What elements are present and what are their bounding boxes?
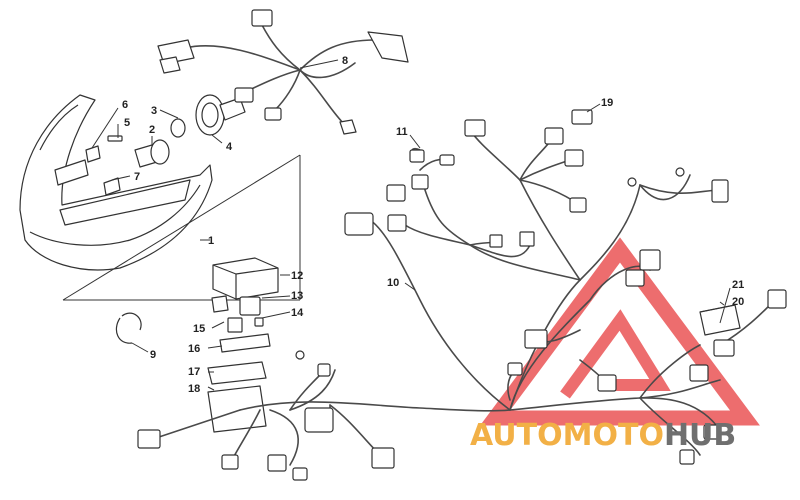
- callout-7: 7: [134, 171, 140, 183]
- callout-13: 13: [291, 290, 303, 302]
- callout-8: 8: [342, 55, 348, 67]
- callout-5: 5: [124, 117, 130, 129]
- bulb-parts: [85, 94, 246, 196]
- callout-21: 21: [732, 279, 744, 291]
- callout-1: 1: [208, 235, 214, 247]
- callout-20: 20: [732, 296, 744, 308]
- callout-11: 11: [396, 126, 408, 138]
- watermark-text-part2: HUB: [663, 418, 737, 453]
- callout-15: 15: [193, 323, 205, 335]
- watermark-text: AUTOMOTOHUB: [470, 418, 736, 453]
- rubber-ring: [115, 312, 142, 344]
- callout-17: 17: [188, 366, 200, 378]
- callout-3: 3: [151, 105, 157, 117]
- callout-12: 12: [291, 270, 303, 282]
- callout-19: 19: [601, 97, 613, 109]
- fuse-box-components: [207, 257, 279, 433]
- headlight-wiring-harness: [157, 9, 409, 135]
- callout-4: 4: [226, 141, 233, 153]
- callout-14: 14: [291, 307, 304, 319]
- main-wiring-harness: [137, 109, 787, 481]
- callout-labels: 1 2 3 4 5 6 7 8 9 10 11 12 13 14 15 16 1…: [91, 55, 744, 395]
- callout-10: 10: [387, 277, 399, 289]
- watermark-text-part1: AUTOMOTO: [470, 418, 664, 453]
- callout-6: 6: [122, 99, 128, 111]
- callout-16: 16: [188, 343, 200, 355]
- callout-2: 2: [149, 124, 155, 136]
- callout-9: 9: [150, 349, 156, 361]
- callout-18: 18: [188, 383, 200, 395]
